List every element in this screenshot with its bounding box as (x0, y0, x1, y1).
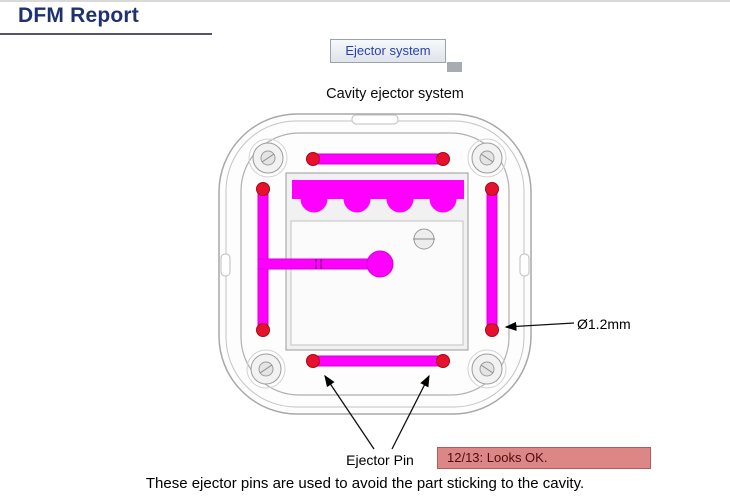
section-tag-shadow (447, 62, 462, 72)
diameter-label: Ø1.2mm (577, 316, 631, 332)
corner-screws (246, 138, 507, 389)
ejector-bar-right (486, 186, 498, 332)
top-edge-notch (351, 114, 399, 125)
ejector-pin-label: Ejector Pin (346, 452, 414, 468)
section-tag: Ejector system (330, 39, 446, 63)
diagram-caption: Cavity ejector system (326, 86, 464, 102)
screw-bottom-right (467, 349, 507, 389)
center-screw (413, 228, 435, 250)
left-edge-notch (220, 253, 231, 277)
screw-bottom-left (246, 349, 286, 389)
status-note: 12/13: Looks OK. (437, 447, 651, 469)
screw-top-left (248, 138, 288, 178)
ejector-bar-middle (257, 258, 377, 270)
part-profile-magenta (292, 180, 464, 213)
ejector-pin-dots (256, 152, 499, 368)
center-ejector-boss (366, 250, 394, 278)
right-edge-notch (519, 253, 530, 277)
footer-note: These ejector pins are used to avoid the… (145, 475, 585, 492)
screw-top-right (467, 138, 507, 178)
ejector-pin-arrow-left (324, 374, 375, 450)
ejector-bar-bottom (307, 355, 447, 367)
title-underline (0, 33, 212, 35)
ejector-pin-arrow-right (391, 374, 430, 450)
diameter-arrow (504, 321, 575, 331)
page-title: DFM Report (18, 4, 139, 27)
ejector-bar-top (307, 153, 447, 165)
annotation-arrows (324, 321, 575, 450)
